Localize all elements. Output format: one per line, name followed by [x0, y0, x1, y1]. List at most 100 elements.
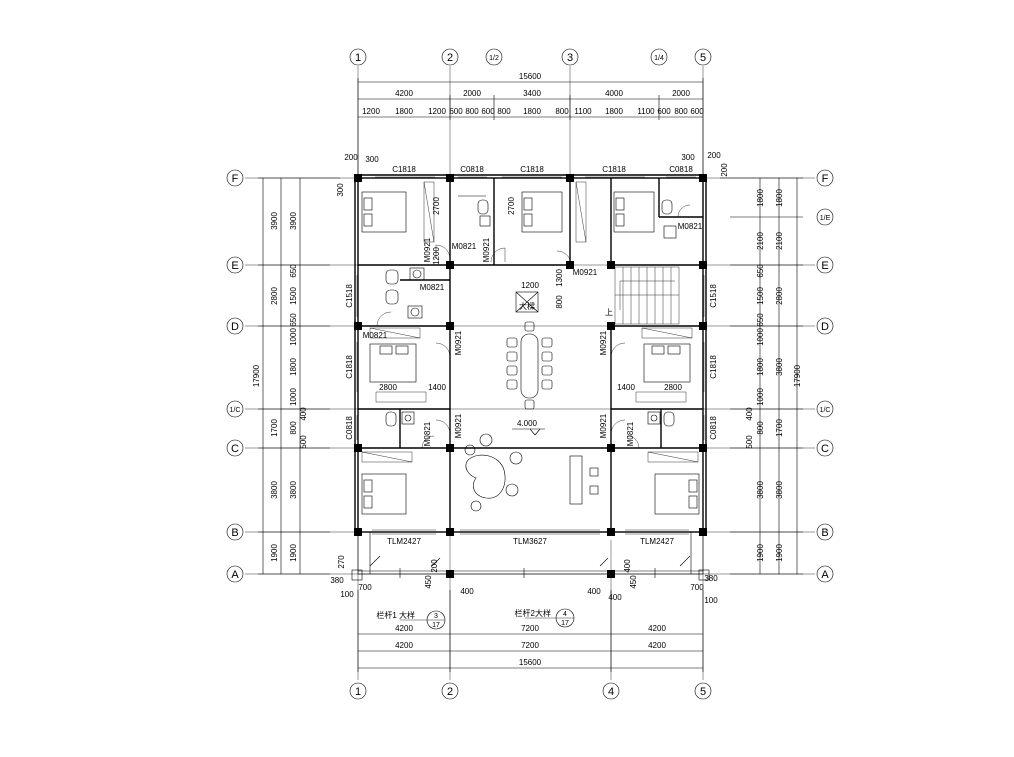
- dim-text: 4200: [395, 641, 413, 650]
- svg-text:1/C: 1/C: [230, 407, 241, 414]
- svg-text:4: 4: [608, 686, 614, 698]
- exterior-walls: [354, 174, 707, 533]
- dim-text: 400: [608, 593, 622, 602]
- right-dimension-lines: [720, 177, 803, 575]
- svg-text:2: 2: [447, 686, 453, 698]
- dim-text: 800: [555, 295, 564, 309]
- axis-bubble: 5: [694, 48, 712, 66]
- axis-bubble: E: [226, 256, 244, 274]
- axis-bubble: B: [816, 523, 834, 541]
- dim-text: 450: [629, 575, 638, 589]
- shaft-box: [515, 291, 539, 313]
- staircase: [614, 266, 680, 325]
- axis-bubble: 2: [441, 682, 459, 700]
- detail-ref-text: 栏杆2大样: [515, 608, 551, 618]
- interior-dimensions: 2700 2700 1200 1200 800 1300 2800 1400 1…: [379, 197, 682, 392]
- dim-text: 800: [497, 107, 511, 116]
- dim-text: 800: [289, 421, 298, 435]
- dim-text: 2000: [672, 89, 690, 98]
- window-label: C1818: [345, 355, 354, 379]
- dim-text: 1700: [270, 419, 279, 437]
- elevation-marker: [512, 428, 545, 436]
- axis-bubbles-top: 1 2 1/2 3 1/4 5: [349, 48, 712, 66]
- dim-text: 600: [481, 107, 495, 116]
- dim-bottom-row1: 4200 7200 4200: [395, 624, 666, 633]
- svg-text:E: E: [821, 260, 828, 272]
- dim-text: 2700: [507, 197, 516, 215]
- detail-ref-den: 17: [432, 622, 440, 629]
- axis-bubble: 2: [441, 48, 459, 66]
- dim-bottom-row2: 4200 7200 4200: [395, 641, 666, 650]
- dim-text: 600: [690, 107, 704, 116]
- dim-text: 1200: [521, 281, 539, 290]
- sliding-door-labels: TLM2427 TLM3627 TLM2427: [387, 537, 674, 546]
- dim-text: 800: [465, 107, 479, 116]
- dim-text: 1800: [523, 107, 541, 116]
- axis-bubble: C: [816, 439, 834, 457]
- dim-text: 4200: [395, 624, 413, 633]
- svg-text:B: B: [821, 527, 828, 539]
- dim-text: 1900: [775, 544, 784, 562]
- dining-table: [506, 321, 553, 410]
- dim-text: 1800: [756, 358, 765, 376]
- dim-text: 2800: [775, 287, 784, 305]
- dim-text: 1000: [289, 328, 298, 346]
- dim-text: 1800: [289, 358, 298, 376]
- axis-bubble: 1: [349, 682, 367, 700]
- bathroom-fixtures: [385, 195, 677, 427]
- dim-text: 380: [704, 574, 718, 583]
- balcony-outline: [357, 531, 704, 575]
- svg-text:2: 2: [447, 52, 453, 64]
- dim-text: 17900: [252, 364, 261, 387]
- window-label: C0818: [460, 165, 484, 174]
- axis-bubble: A: [816, 565, 834, 583]
- dim-text: 2100: [775, 232, 784, 250]
- window-label: C1818: [709, 355, 718, 379]
- dim-text: 2800: [270, 287, 279, 305]
- dim-text: 800: [555, 107, 569, 116]
- svg-text:D: D: [821, 321, 829, 333]
- left-dimension-lines: [258, 177, 340, 575]
- dim-text: 300: [681, 153, 695, 162]
- dim-text: 200: [720, 163, 729, 177]
- window-label: C0818: [709, 416, 718, 440]
- door-swings: [376, 204, 691, 449]
- corner-posts: [351, 569, 710, 581]
- axis-bubble: 1/4: [650, 48, 668, 66]
- dim-text: 2800: [664, 383, 682, 392]
- door-labels: M0821 M0921 M0921 M0921 M0821 M0821 M092…: [363, 222, 703, 446]
- axis-bubble: 1/E: [816, 208, 834, 226]
- door-label: M0821: [420, 283, 445, 292]
- dim-text: 650: [756, 313, 765, 327]
- sliding-door-marks: [372, 529, 689, 535]
- dim-right-outer: 1800 2100 2800 3800 17900 1700 3800 1900: [775, 189, 802, 562]
- svg-text:1/C: 1/C: [820, 407, 831, 414]
- dim-text: 4200: [648, 624, 666, 633]
- dim-text: 3900: [289, 212, 298, 230]
- detail-ref-text: 栏杆1 大样: [376, 610, 415, 620]
- svg-text:C: C: [231, 443, 239, 455]
- svg-text:A: A: [821, 569, 829, 581]
- dim-text: 270: [337, 555, 346, 569]
- svg-text:5: 5: [700, 686, 706, 698]
- dim-text: 1300: [555, 269, 564, 287]
- dim-text: 200: [430, 559, 439, 573]
- dim-text: 1400: [428, 383, 446, 392]
- axis-bubble: 3: [561, 48, 579, 66]
- svg-text:B: B: [231, 527, 238, 539]
- door-label: M0921: [454, 330, 463, 355]
- svg-text:D: D: [231, 321, 239, 333]
- door-label: M0921: [423, 237, 432, 262]
- dim-text: 100: [340, 590, 354, 599]
- axis-bubble: 1/C: [226, 400, 244, 418]
- window-label: C1818: [602, 165, 626, 174]
- door-label: M0821: [626, 421, 635, 446]
- dim-text: 1200: [432, 247, 441, 265]
- dim-text: 650: [756, 264, 765, 278]
- svg-text:1/2: 1/2: [489, 55, 499, 62]
- dim-text: 4200: [648, 641, 666, 650]
- axis-bubble: F: [816, 169, 834, 187]
- door-label: M0921: [599, 330, 608, 355]
- dim-text: 1500: [289, 287, 298, 305]
- dim-text: 4000: [605, 89, 623, 98]
